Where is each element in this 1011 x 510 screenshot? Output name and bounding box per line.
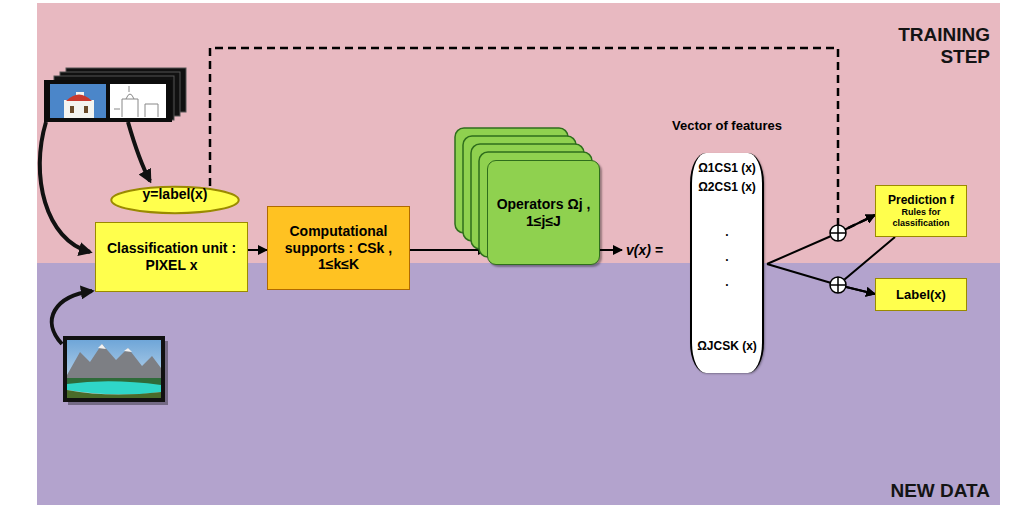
- flow-arrow: [248, 249, 267, 251]
- vector-entry: .: [692, 225, 762, 239]
- plus-circle: [830, 277, 846, 293]
- operator-box: Operators Ωj , 1≤j≤J: [487, 160, 600, 265]
- output-box: Label(x): [875, 278, 967, 311]
- training-images: [44, 68, 186, 122]
- node-text: Operators Ωj , 1≤j≤J: [494, 196, 593, 230]
- new-data-band: [37, 263, 1000, 505]
- flow-arrow: [600, 249, 622, 251]
- label-ellipse: y=label(x): [110, 186, 240, 214]
- stage-label: TRAINING STEP: [878, 24, 990, 68]
- flow-arrow: [767, 215, 875, 264]
- vector-entry: .: [692, 275, 762, 289]
- stage-label: NEW DATA: [860, 480, 990, 502]
- node-text: Rules for classification: [882, 207, 960, 229]
- vector-name: v(x) =: [626, 242, 663, 259]
- vector-entry: .: [692, 250, 762, 264]
- plus-circle: [830, 225, 846, 241]
- vector-entry: Ω1CS1 (x): [692, 161, 762, 175]
- input-arrow: [128, 122, 150, 181]
- vector-entry: Ω2CS1 (x): [692, 180, 762, 194]
- vector-bracket: Ω1CS1 (x) Ω2CS1 (x)... ΩJCSK (x): [690, 153, 764, 373]
- process-box: Classification unit : PIXEL x: [95, 222, 248, 292]
- node-text: Prediction f: [888, 193, 954, 207]
- landscape-photo: [63, 336, 168, 405]
- input-arrow: [52, 291, 92, 344]
- input-arrow: [40, 122, 90, 252]
- vector-heading: Vector of features: [672, 118, 782, 134]
- node-text: y=label(x): [110, 186, 240, 203]
- prediction-box: Prediction fRules for classification: [875, 185, 967, 237]
- vector-entry: ΩJCSK (x): [692, 339, 762, 353]
- feature-vector: Vector of featuresv(x) =Ω1CS1 (x)Ω2CS1 (…: [622, 118, 767, 376]
- node-text: Computational supports : CSk , 1≤k≤K: [274, 223, 403, 273]
- node-text: Label(x): [896, 287, 946, 303]
- node-text: Classification unit : PIXEL x: [102, 240, 241, 274]
- process-box: Computational supports : CSk , 1≤k≤K: [267, 206, 410, 290]
- flow-arrow: [410, 249, 487, 251]
